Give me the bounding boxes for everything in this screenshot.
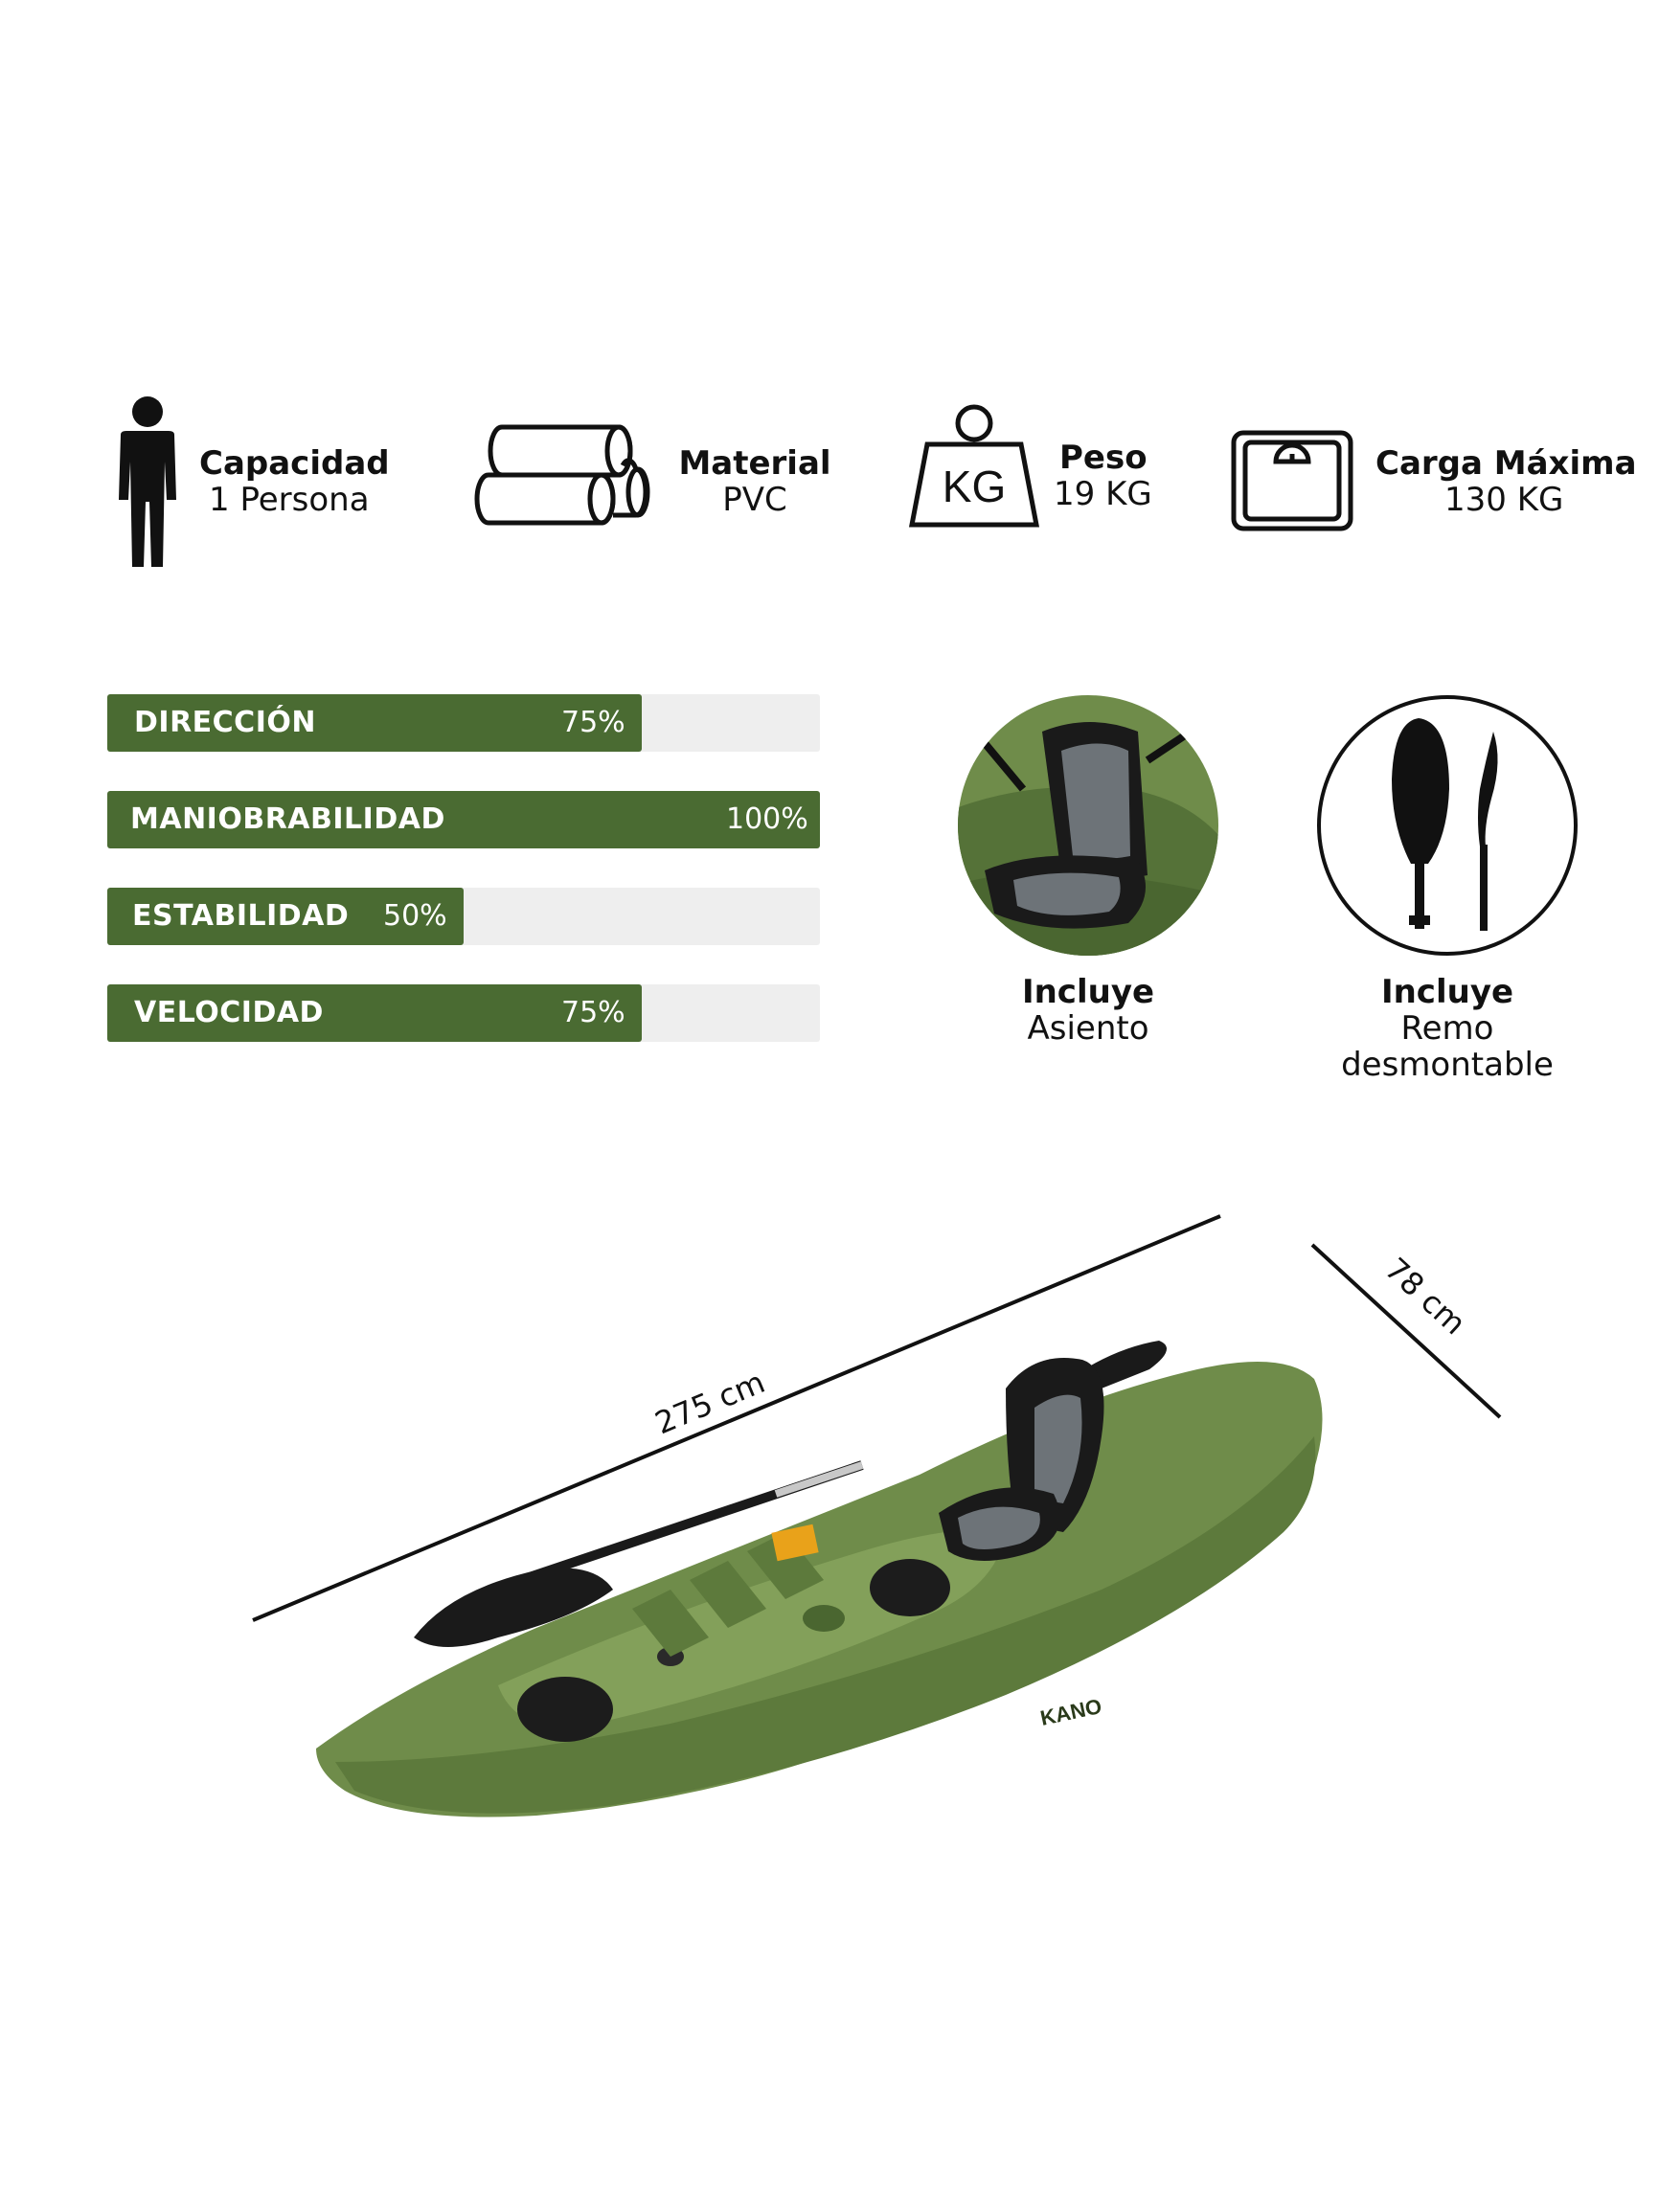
rating-percent: 50%	[383, 899, 447, 933]
weight-icon: KG	[908, 404, 1040, 528]
rating-fill	[107, 888, 464, 945]
material-title: Material	[678, 444, 831, 483]
person-icon	[119, 396, 176, 567]
scale-icon	[1231, 430, 1353, 531]
rating-percent: 75%	[561, 996, 625, 1029]
front-hatch	[517, 1677, 613, 1742]
rating-bar-maniobrabilidad: MANIOBRABILIDAD 100%	[107, 791, 820, 848]
rating-bar-estabilidad: ESTABILIDAD 50%	[107, 888, 820, 945]
rating-fill	[107, 791, 820, 848]
paddle-blade-shape	[1392, 718, 1449, 864]
paddle-photo	[1317, 695, 1578, 956]
max-load-title: Carga Máxima	[1375, 444, 1637, 483]
rating-bar-direccion: DIRECCIÓN 75%	[107, 694, 820, 752]
rating-label: DIRECCIÓN	[134, 706, 316, 739]
capacity-value: 1 Persona	[209, 481, 370, 519]
rating-label: VELOCIDAD	[134, 996, 324, 1029]
material-value: PVC	[722, 481, 787, 519]
include-seat-text: Asiento	[1027, 1009, 1149, 1048]
rating-fill	[107, 984, 642, 1042]
weight-value: 19 KG	[1054, 475, 1152, 513]
weight-title: Peso	[1059, 439, 1148, 477]
rating-bar-velocidad: VELOCIDAD 75%	[107, 984, 820, 1042]
tubes-icon	[474, 424, 650, 526]
kayak-diagram: KANO 275 cm 78 cm	[252, 1214, 1502, 1817]
include-paddle-text: Remo	[1400, 1009, 1494, 1048]
rating-fill	[107, 694, 642, 752]
seat-photo	[958, 695, 1218, 956]
width-label: 78 cm	[1378, 1251, 1473, 1342]
length-dimension-line	[252, 1214, 1221, 1622]
capacity-title: Capacidad	[199, 444, 390, 483]
rating-label: MANIOBRABILIDAD	[130, 802, 445, 836]
kayak-brand: KANO	[1038, 1694, 1104, 1730]
include-paddle-title: Incluye	[1380, 973, 1514, 1011]
rating-percent: 100%	[726, 802, 808, 836]
kayak-paddle-blade	[414, 1568, 613, 1647]
weight-badge-text: KG	[943, 462, 1006, 511]
center-hatch	[870, 1559, 950, 1616]
rating-percent: 75%	[561, 706, 625, 739]
rating-label: ESTABILIDAD	[132, 899, 350, 933]
max-load-value: 130 KG	[1444, 481, 1564, 519]
include-paddle-text-2: desmontable	[1341, 1046, 1554, 1084]
include-seat-title: Incluye	[1021, 973, 1155, 1011]
width-dimension-line	[1310, 1243, 1502, 1419]
